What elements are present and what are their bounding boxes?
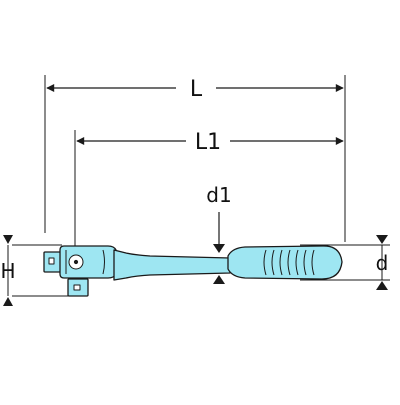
- ratchet-handle: [227, 245, 343, 280]
- dimension-h-arrow-top: [3, 235, 13, 244]
- dimension-l1-label: L1: [195, 130, 221, 155]
- extension-lines: [12, 75, 390, 297]
- dimension-h-label: H: [0, 259, 15, 283]
- dimension-d1-arrow-bottom: [213, 275, 225, 284]
- dimension-d-label: d: [376, 251, 389, 275]
- head-neck-line: [102, 249, 105, 275]
- square-drive-side-detent: [48, 257, 55, 265]
- ratchet-shaft: [113, 249, 231, 281]
- dimension-h-arrow-bottom: [3, 297, 13, 306]
- reversing-pivot-icon: [73, 259, 79, 265]
- dimension-l-label: L: [190, 77, 203, 102]
- dimension-d1-arrow-top: [213, 244, 225, 253]
- handle-grip-lines: [263, 249, 315, 276]
- dimension-d1-label: d1: [206, 183, 231, 207]
- dimension-d-arrow-bottom: [376, 281, 388, 290]
- dimension-d-arrow-top: [376, 235, 388, 244]
- square-drive-detent: [73, 284, 81, 291]
- head-details: [65, 249, 105, 275]
- ratchet-wrench: [43, 245, 343, 297]
